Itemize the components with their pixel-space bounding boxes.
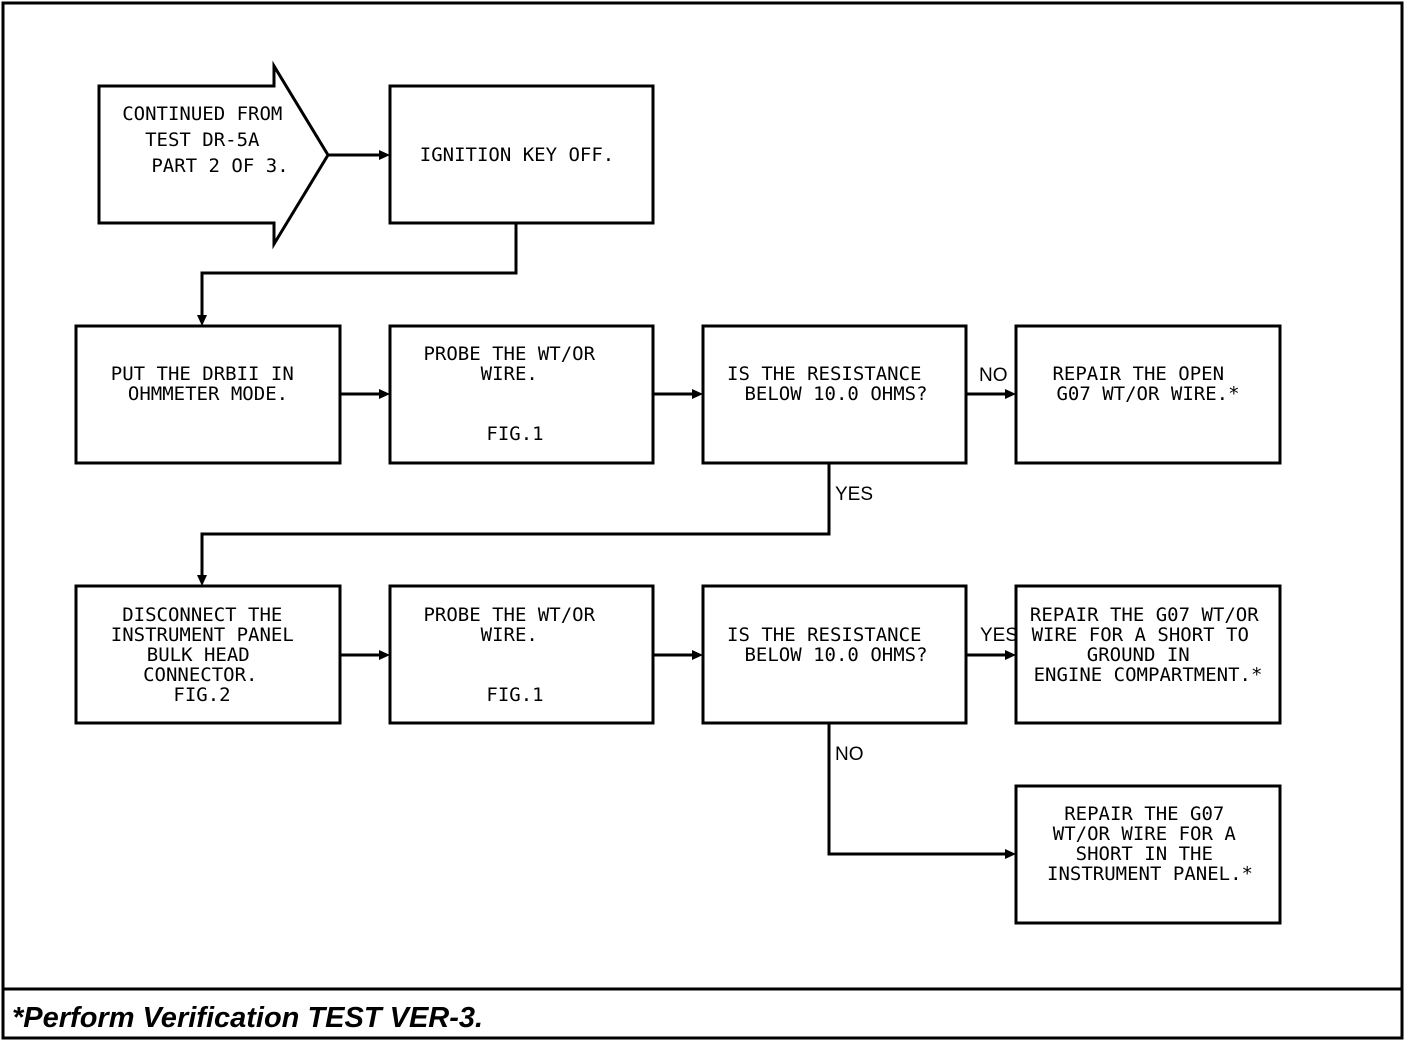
repair-engine-line-3: GROUND IN <box>1087 644 1190 666</box>
probe2-line-2: WIRE. <box>481 624 538 646</box>
probe-wire-box-2 <box>388 584 655 725</box>
start-text: CONTINUED FROM TEST DR-5A PART 2 OF 3. <box>122 103 294 177</box>
repair-open-wire-text: REPAIR THE OPEN G07 WT/OR WIRE.* <box>1052 363 1239 405</box>
start-arrow-shape <box>97 60 330 250</box>
footer-verification-note: *Perform Verification TEST VER-3. <box>12 1002 483 1034</box>
start-line-3: PART 2 OF 3. <box>151 155 288 177</box>
arrowhead-decision2-yes <box>1005 650 1016 660</box>
ignition-key-off-box <box>388 84 655 225</box>
repair-engine-line-2: WIRE FOR A SHORT TO <box>1032 624 1249 646</box>
decision2-no-label: NO <box>835 744 864 765</box>
repair-panel-short-box <box>1014 784 1282 925</box>
repair-open-wire-box <box>1014 324 1282 465</box>
decision2-yes-label: YES <box>980 625 1018 646</box>
repair-engine-short-box <box>1014 584 1282 725</box>
drbii-ohmmeter-text: PUT THE DRBII IN OHMMETER MODE. <box>111 363 305 405</box>
probe-wire-text-1: PROBE THE WT/OR WIRE. FIG.1 <box>423 343 606 445</box>
connector-ignition-to-drbii <box>200 223 518 318</box>
disconnect-line-4: CONNECTOR. <box>143 664 257 686</box>
decision1-line-1: IS THE RESISTANCE <box>727 363 921 385</box>
decision1-yes-label: YES <box>835 484 873 505</box>
resistance-decision-box-1 <box>701 324 968 465</box>
probe1-line-2: WIRE. <box>481 363 538 385</box>
decision1-no-label: NO <box>979 365 1008 386</box>
probe1-line-3: FIG.1 <box>486 423 543 445</box>
repair-panel-line-3: SHORT IN THE <box>1076 843 1213 865</box>
probe-wire-text-2: PROBE THE WT/OR WIRE. FIG.1 <box>423 604 606 706</box>
repair-open-line-1: REPAIR THE OPEN <box>1052 363 1224 385</box>
repair-engine-short-text: REPAIR THE G07 WT/OR WIRE FOR A SHORT TO… <box>1030 604 1270 686</box>
repair-engine-line-1: REPAIR THE G07 WT/OR <box>1030 604 1259 626</box>
resistance-decision-text-1: IS THE RESISTANCE BELOW 10.0 OHMS? <box>727 363 933 405</box>
repair-open-line-2: G07 WT/OR WIRE.* <box>1056 383 1239 405</box>
arrowhead-decision2-no <box>1005 849 1016 859</box>
probe-wire-box-1 <box>388 324 655 465</box>
repair-panel-line-2: WT/OR WIRE FOR A <box>1053 823 1237 845</box>
repair-panel-line-4: INSTRUMENT PANEL.* <box>1047 863 1253 885</box>
ignition-key-off-text: IGNITION KEY OFF. <box>420 144 614 166</box>
probe2-line-3: FIG.1 <box>486 684 543 706</box>
arrowhead-probe2-to-decision2 <box>692 650 703 660</box>
start-line-2: TEST DR-5A <box>145 129 260 151</box>
repair-panel-line-1: REPAIR THE G07 <box>1064 803 1224 825</box>
resistance-decision-text-2: IS THE RESISTANCE BELOW 10.0 OHMS? <box>727 624 933 666</box>
start-line-1: CONTINUED FROM <box>122 103 282 125</box>
ignition-line-1: IGNITION KEY OFF. <box>420 144 614 166</box>
disconnect-line-1: DISCONNECT THE <box>122 604 282 626</box>
arrowhead-start-to-ignition <box>379 150 390 160</box>
drbii-ohmmeter-box <box>74 324 342 465</box>
drbii-line-2: OHMMETER MODE. <box>128 383 288 405</box>
drbii-line-1: PUT THE DRBII IN <box>111 363 294 385</box>
disconnect-line-2: INSTRUMENT PANEL <box>111 624 294 646</box>
arrowhead-decision1-yes <box>197 575 207 586</box>
disconnect-line-3: BULK HEAD <box>147 644 250 666</box>
decision2-line-1: IS THE RESISTANCE <box>727 624 921 646</box>
probe2-line-1: PROBE THE WT/OR <box>423 604 595 626</box>
connector-decision1-yes-to-disconnect <box>200 463 831 578</box>
disconnect-line-5: FIG.2 <box>173 684 230 706</box>
arrowhead-ignition-to-drbii <box>197 315 207 326</box>
repair-panel-short-text: REPAIR THE G07 WT/OR WIRE FOR A SHORT IN… <box>1047 803 1253 885</box>
resistance-decision-box-2 <box>701 584 968 725</box>
connector-decision2-no-to-repair-panel <box>827 723 1008 856</box>
arrowhead-disconnect-to-probe2 <box>379 650 390 660</box>
disconnect-connector-box <box>74 584 342 725</box>
repair-engine-line-4: ENGINE COMPARTMENT.* <box>1034 664 1263 686</box>
arrowhead-drbii-to-probe1 <box>379 389 390 399</box>
disconnect-connector-text: DISCONNECT THE INSTRUMENT PANEL BULK HEA… <box>111 604 305 706</box>
probe1-line-1: PROBE THE WT/OR <box>423 343 595 365</box>
arrowhead-decision1-no <box>1005 389 1016 399</box>
decision1-line-2: BELOW 10.0 OHMS? <box>744 383 927 405</box>
arrowhead-probe1-to-decision1 <box>692 389 703 399</box>
decision2-line-2: BELOW 10.0 OHMS? <box>744 644 927 666</box>
